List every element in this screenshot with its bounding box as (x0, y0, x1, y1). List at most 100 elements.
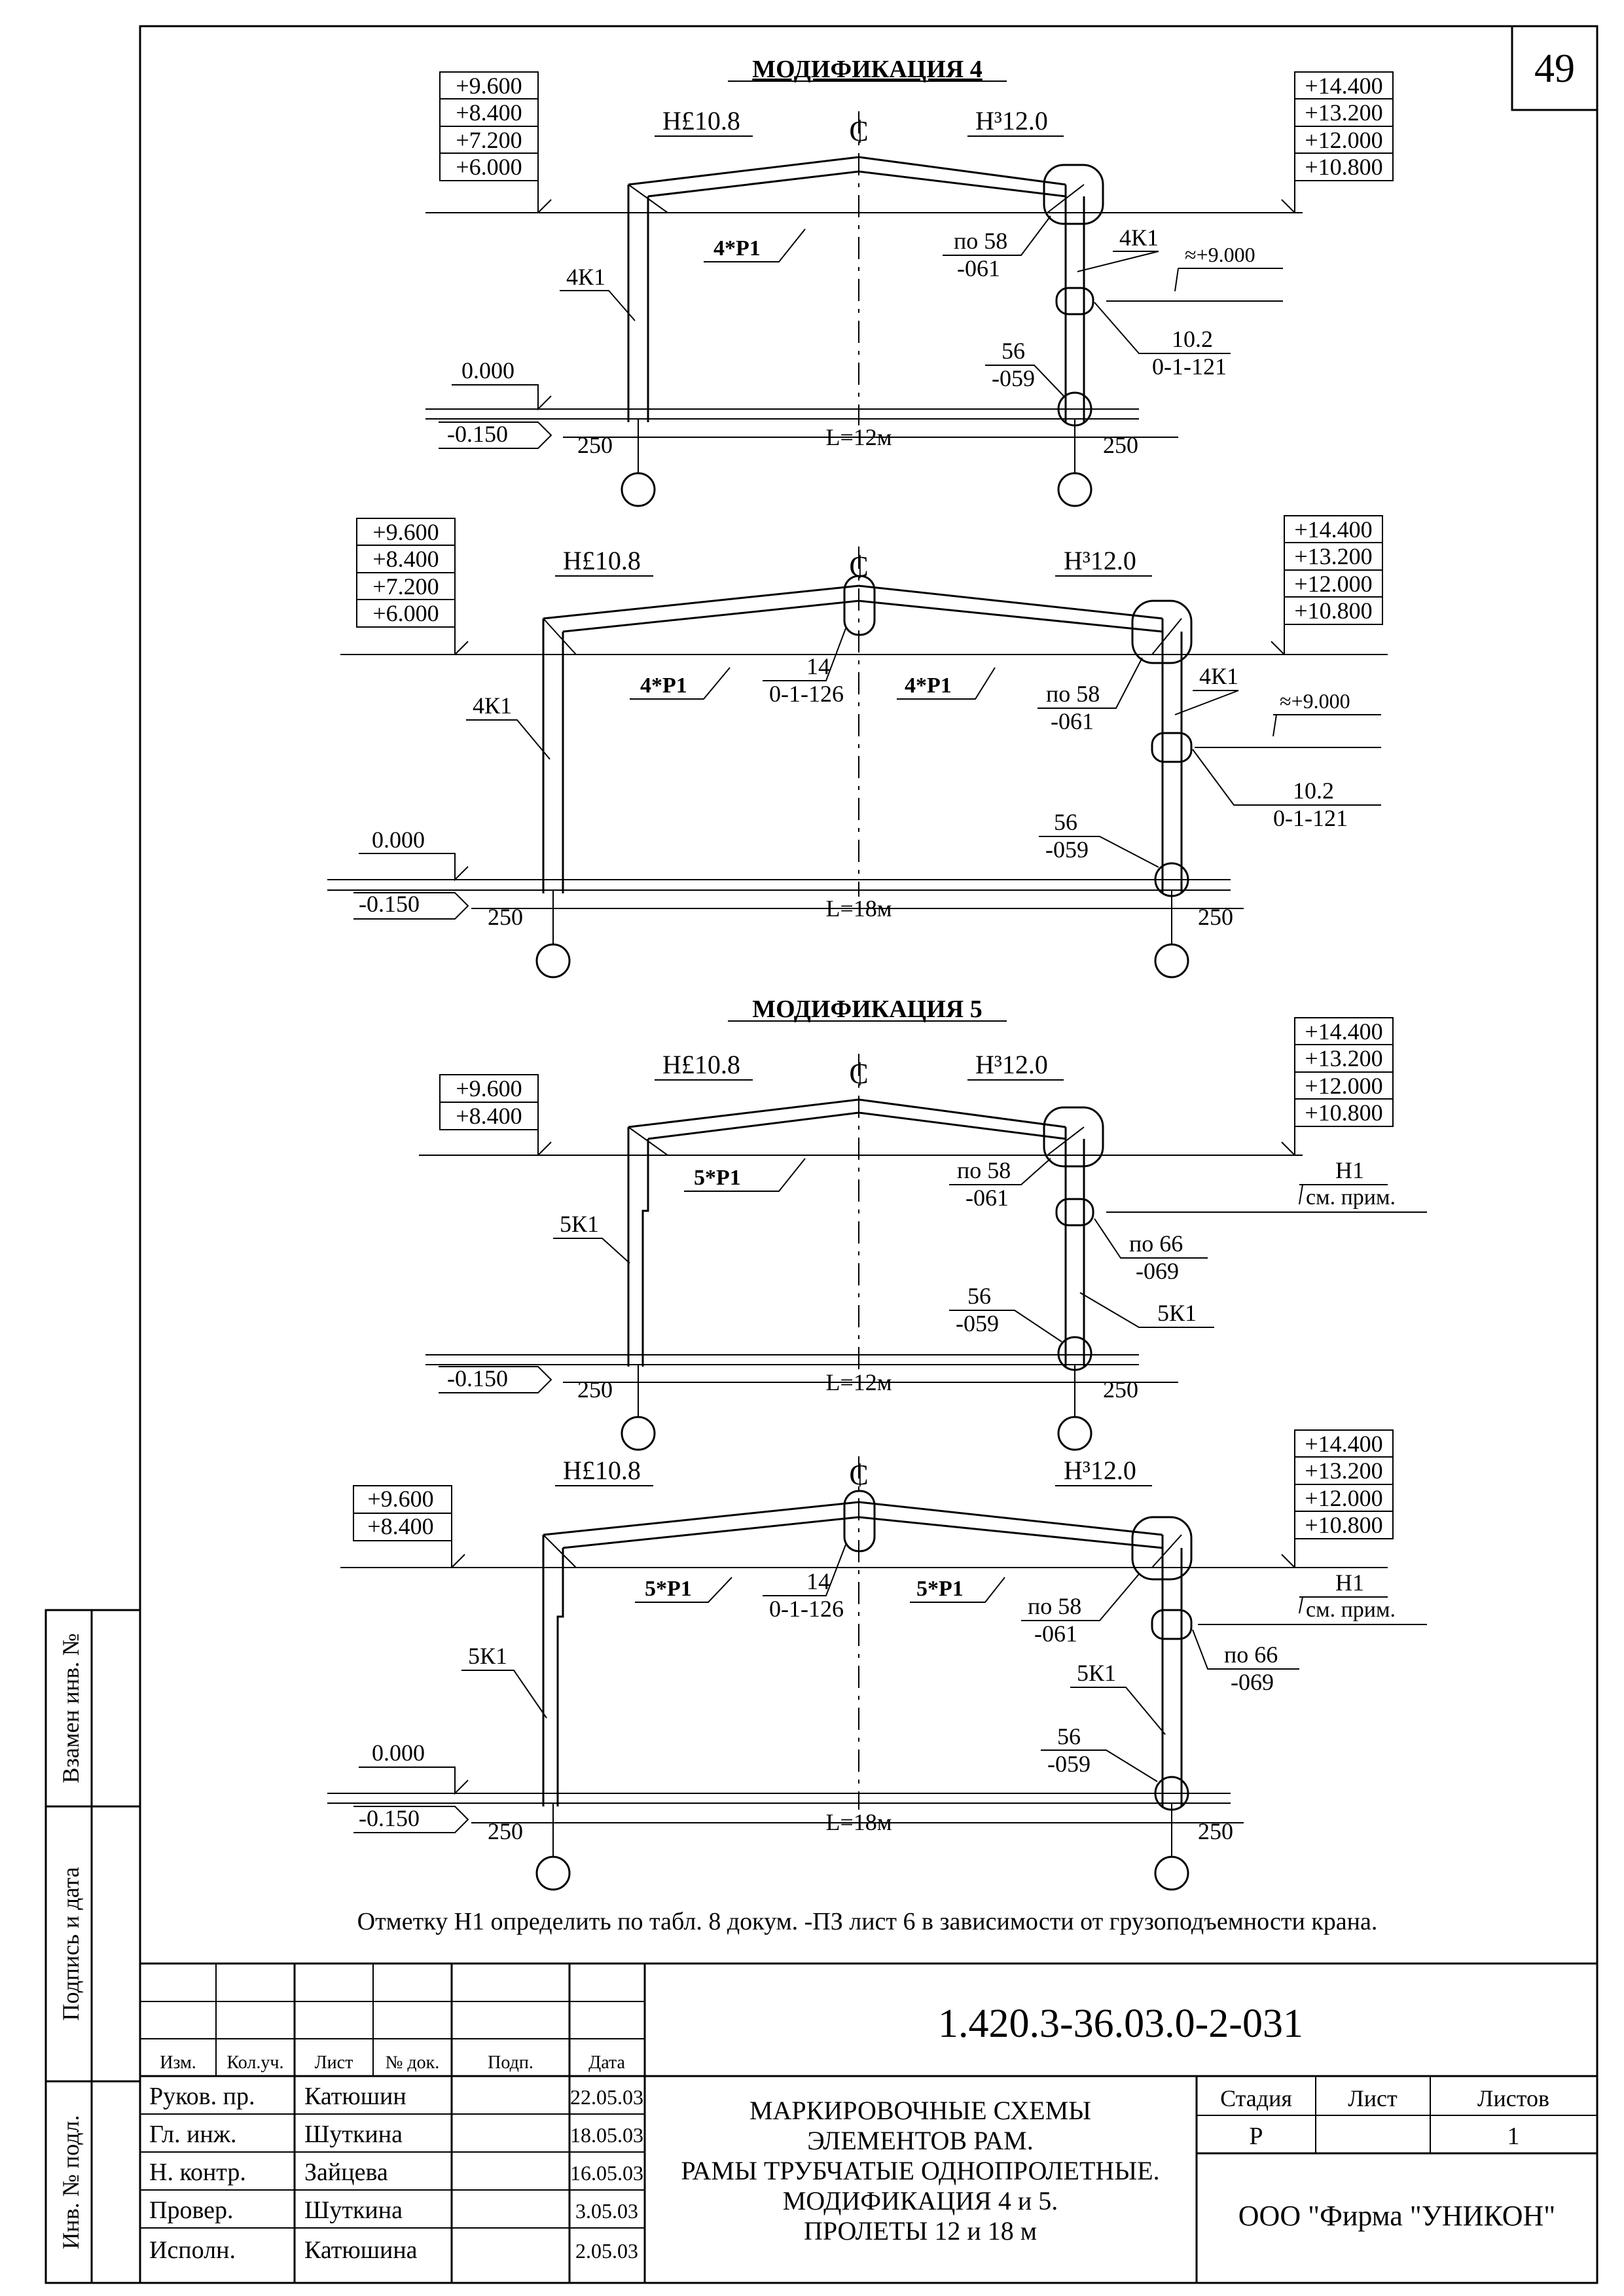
svg-text:10.2: 10.2 (1293, 778, 1334, 804)
side-replaced-label: Взамен инв. № (58, 1633, 84, 1783)
svg-text:2.05.03: 2.05.03 (575, 2239, 638, 2263)
svg-text:+12.000: +12.000 (1305, 1073, 1382, 1099)
svg-text:+9.600: +9.600 (456, 73, 522, 99)
axis-symbol-1: ₵ (849, 115, 868, 147)
svg-text:РАМЫ ТРУБЧАТЫЕ ОДНОПРОЛЕТНЫЕ.: РАМЫ ТРУБЧАТЫЕ ОДНОПРОЛЕТНЫЕ. (681, 2156, 1159, 2185)
svg-text:+9.600: +9.600 (367, 1486, 433, 1512)
svg-text:+10.800: +10.800 (1305, 1512, 1382, 1538)
svg-text:-0.150: -0.150 (359, 891, 420, 917)
svg-text:+8.400: +8.400 (456, 99, 522, 126)
svg-text:МАРКИРОВОЧНЫЕ СХЕМЫ: МАРКИРОВОЧНЫЕ СХЕМЫ (749, 2096, 1091, 2125)
h-left-1: H£10.8 (662, 106, 740, 135)
svg-text:0-1-121: 0-1-121 (1273, 805, 1348, 831)
svg-text:250: 250 (1198, 904, 1233, 930)
svg-text:-0.150: -0.150 (447, 421, 508, 447)
svg-text:4К1: 4К1 (1119, 224, 1159, 251)
side-signature-label: Подпись и дата (58, 1867, 84, 2020)
svg-text:250: 250 (488, 1818, 523, 1844)
svg-text:+10.800: +10.800 (1294, 598, 1372, 624)
svg-text:14: 14 (806, 1568, 830, 1594)
levels-right-4: +14.400 +13.200 +12.000 +10.800 (1281, 1429, 1394, 1568)
svg-text:Зайцева: Зайцева (304, 2159, 388, 2186)
svg-text:-069: -069 (1231, 1669, 1274, 1695)
levels-left-1: +9.600 +8.400 +7.200 +6.000 (439, 71, 552, 213)
svg-text:Дата: Дата (588, 2053, 625, 2073)
svg-text:+14.400: +14.400 (1294, 516, 1372, 543)
svg-text:Шуткина: Шуткина (304, 2121, 403, 2148)
svg-text:Лист: Лист (1348, 2085, 1398, 2111)
sheet-number: 49 (1534, 46, 1575, 91)
svg-text:4*Р1: 4*Р1 (640, 673, 687, 698)
drawing-code: 1.420.3-36.03.0-2-031 (938, 2001, 1303, 2046)
svg-text:250: 250 (1103, 1376, 1138, 1403)
svg-text:H£10.8: H£10.8 (563, 546, 641, 575)
svg-text:L=18м: L=18м (825, 1809, 892, 1835)
frame-m5-18: ₵ H£10.8 H³12.0 +9.600 +8.400 +14.400 (327, 1429, 1427, 1891)
svg-text:H1: H1 (1335, 1157, 1364, 1183)
svg-text:18.05.03: 18.05.03 (570, 2123, 643, 2147)
svg-text:5К1: 5К1 (1157, 1300, 1197, 1326)
outer-frame (139, 25, 1598, 2284)
svg-text:250: 250 (1103, 432, 1138, 458)
svg-text:Шуткина: Шуткина (304, 2197, 403, 2224)
svg-text:5К1: 5К1 (468, 1643, 507, 1669)
svg-text:-059: -059 (1045, 836, 1089, 863)
svg-text:Катюшина: Катюшина (304, 2236, 418, 2264)
svg-text:1: 1 (1507, 2123, 1520, 2150)
svg-text:+10.800: +10.800 (1305, 154, 1382, 180)
svg-text:+13.200: +13.200 (1294, 543, 1372, 569)
svg-text:₵: ₵ (849, 1459, 868, 1491)
svg-text:+8.400: +8.400 (372, 546, 439, 572)
svg-text:+6.000: +6.000 (456, 154, 522, 180)
svg-text:-061: -061 (957, 255, 1000, 281)
levels-left-4: +9.600 +8.400 (353, 1485, 465, 1568)
svg-text:+9.600: +9.600 (372, 519, 439, 545)
svg-text:+14.400: +14.400 (1305, 1018, 1382, 1045)
svg-text:L=12м: L=12м (825, 1369, 892, 1395)
svg-text:250: 250 (577, 432, 613, 458)
svg-text:МОДИФИКАЦИЯ 4 и 5.: МОДИФИКАЦИЯ 4 и 5. (783, 2186, 1058, 2215)
svg-text:Исполн.: Исполн. (149, 2236, 236, 2264)
svg-text:H1: H1 (1335, 1570, 1364, 1596)
svg-text:4*Р1: 4*Р1 (905, 673, 952, 698)
svg-text:5*Р1: 5*Р1 (916, 1577, 964, 1601)
svg-text:5К1: 5К1 (560, 1211, 599, 1237)
svg-text:+8.400: +8.400 (456, 1103, 522, 1129)
svg-text:16.05.03: 16.05.03 (570, 2161, 643, 2185)
svg-text:Гл. инж.: Гл. инж. (149, 2121, 237, 2148)
col-left-label-1: 4К1 (566, 264, 605, 290)
svg-text:Катюшин: Катюшин (304, 2083, 406, 2110)
svg-text:250: 250 (488, 904, 523, 930)
svg-text:+9.600: +9.600 (456, 1075, 522, 1102)
svg-text:10.2: 10.2 (1172, 326, 1213, 352)
svg-text:250: 250 (1198, 1818, 1233, 1844)
svg-text:250: 250 (577, 1376, 613, 1403)
svg-text:ЭЛЕМЕНТОВ РАМ.: ЭЛЕМЕНТОВ РАМ. (807, 2126, 1033, 2155)
svg-text:-059: -059 (1047, 1751, 1091, 1777)
svg-text:ПРОЛЕТЫ 12 и 18 м: ПРОЛЕТЫ 12 и 18 м (804, 2216, 1037, 2246)
svg-text:0-1-126: 0-1-126 (769, 681, 844, 707)
sheet-number-box (1511, 25, 1598, 111)
side-inv-label: Инв. № подл. (58, 2115, 84, 2249)
svg-text:≈+9.000: ≈+9.000 (1280, 689, 1350, 713)
svg-text:+10.800: +10.800 (1305, 1100, 1382, 1126)
svg-text:-059: -059 (992, 365, 1035, 391)
svg-text:Провер.: Провер. (149, 2197, 234, 2224)
levels-right-3: +14.400 +13.200 +12.000 +10.800 (1281, 1017, 1394, 1156)
svg-text:-061: -061 (1034, 1621, 1077, 1647)
mod4-title: МОДИФИКАЦИЯ 4 (752, 56, 982, 83)
svg-text:+13.200: +13.200 (1305, 99, 1382, 126)
svg-text:0-1-121: 0-1-121 (1152, 353, 1227, 380)
frame-m5-12: ₵ H£10.8 H³12.0 +9.600 +8.400 +14.400 (419, 1017, 1427, 1451)
svg-text:56: 56 (1054, 809, 1077, 835)
svg-text:-061: -061 (965, 1185, 1009, 1211)
svg-text:56: 56 (1057, 1723, 1081, 1749)
svg-text:Р: Р (1249, 2123, 1263, 2150)
svg-text:по 66: по 66 (1129, 1230, 1183, 1257)
svg-text:по 58: по 58 (957, 1157, 1011, 1183)
svg-text:+8.400: +8.400 (367, 1513, 433, 1539)
svg-text:+13.200: +13.200 (1305, 1045, 1382, 1071)
side-strip: Взамен инв. № Подпись и дата Инв. № подл… (45, 1609, 141, 2284)
svg-text:по 58: по 58 (1028, 1593, 1081, 1619)
